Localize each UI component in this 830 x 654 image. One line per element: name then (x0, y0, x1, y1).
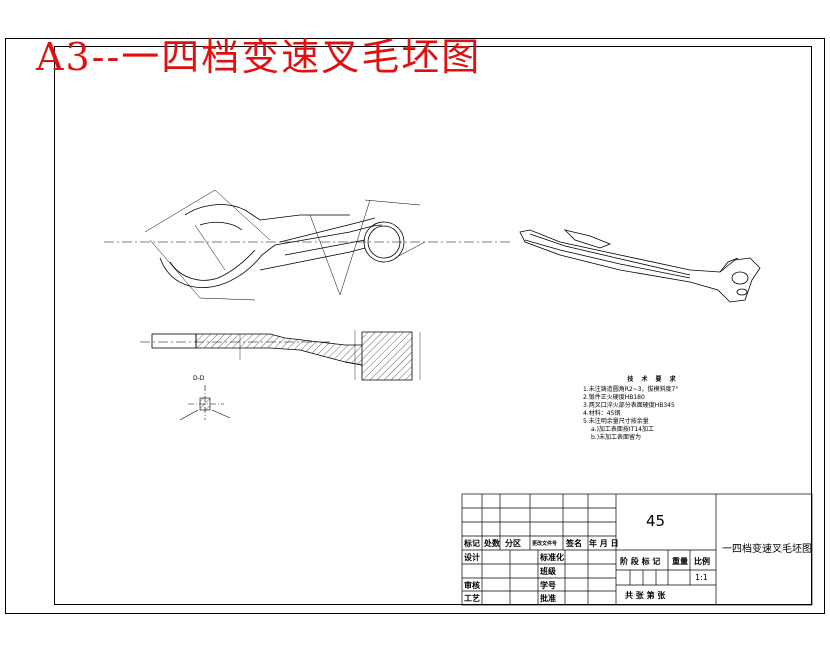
tb-class: 班级 (540, 567, 556, 576)
isometric-view (519, 229, 761, 303)
tb-scale-label: 比例 (694, 557, 710, 566)
technical-notes: 技 术 要 求 1.未注铸造圆角R2~3，拔模斜度7° 2.锻件正火硬度HB18… (583, 376, 723, 442)
technical-note-item: 1.未注铸造圆角R2~3，拔模斜度7° (583, 386, 679, 393)
top-view (104, 189, 512, 301)
section-d-d (179, 385, 231, 421)
tb-scale-value: 1:1 (695, 573, 708, 582)
tb-drawing-name: 一四档变速叉毛坯图 (722, 544, 812, 555)
technical-note-item: 3.两叉口淬火部分表面硬度HB345 (583, 402, 675, 409)
tb-student-no: 学号 (540, 581, 556, 590)
tb-change-doc: 更改文件号 (532, 541, 558, 547)
technical-note-item: 4.材料：45钢 (583, 410, 621, 417)
tb-signature: 签名 (566, 539, 582, 548)
tb-approve: 批准 (540, 594, 556, 603)
section-label: D-D (193, 375, 205, 382)
front-view (140, 330, 421, 381)
tb-count: 处数 (484, 539, 500, 548)
technical-notes-title: 技 术 要 求 (627, 376, 679, 383)
technical-note-item: b.)未加工表面留为 (591, 434, 642, 441)
tb-date: 年 月 日 (589, 539, 619, 548)
drawing-title: A3--一四档变速叉毛坯图 (36, 35, 482, 79)
title-block (461, 493, 813, 606)
tb-stage-mark: 阶 段 标 记 (620, 557, 661, 566)
tb-total-sheets: 共 张 第 张 (625, 591, 666, 600)
tb-review: 审核 (464, 581, 480, 590)
tb-zone: 分区 (505, 539, 521, 548)
sheet-outer-frame (5, 38, 825, 614)
tb-standardize: 标准化 (540, 553, 564, 562)
tb-process: 工艺 (464, 594, 480, 603)
tb-design: 设计 (464, 553, 480, 562)
sheet-inner-frame (54, 46, 812, 605)
technical-note-item: 5.未注明余量尺寸按余量 (583, 418, 649, 425)
technical-note-item: 2.锻件正火硬度HB180 (583, 394, 645, 401)
technical-note-item: a.)加工表面按IT14加工 (591, 426, 654, 433)
tb-mark: 标记 (464, 539, 480, 548)
tb-material: 45 (646, 512, 666, 530)
tb-weight: 重量 (672, 557, 688, 566)
